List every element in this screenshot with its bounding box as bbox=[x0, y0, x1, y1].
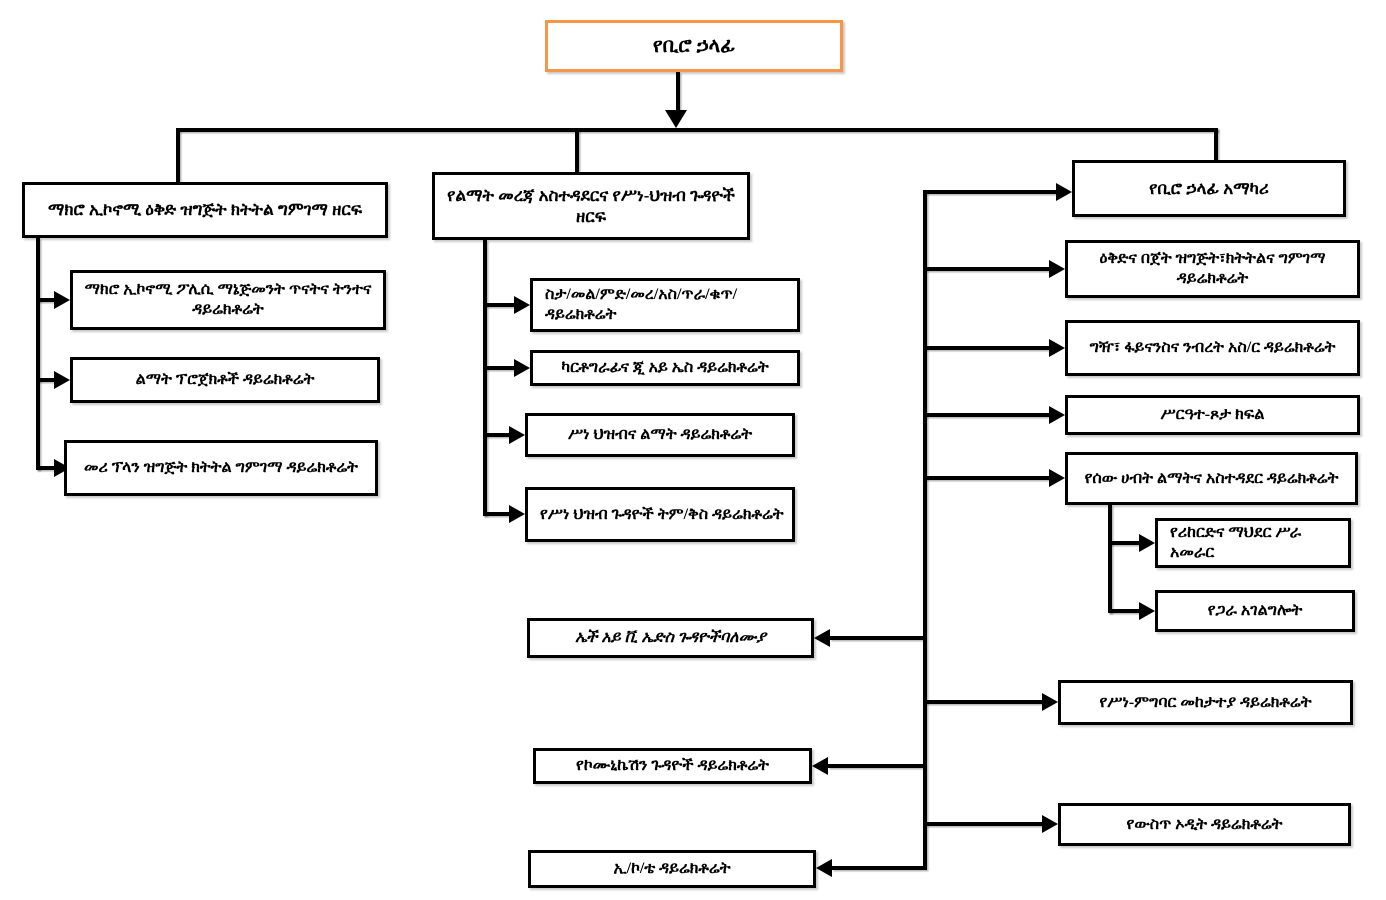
connector-middle-child-1 bbox=[483, 303, 514, 307]
connector-left-trunk bbox=[36, 238, 40, 470]
plan-budget-directorate-box: ዕቅድና በጀት ዝግጅት፣ክትትልና ግምገማ ዳይሬክቶሬት bbox=[1065, 240, 1360, 298]
population-development-directorate-box: ሥነ ህዝብና ልማት ዳይሬክቶሬት bbox=[525, 413, 795, 457]
cartography-gis-directorate-box: ካርቶግራፊና ጂ አይ ኤስ ዳይሬክቶሬት bbox=[530, 350, 800, 386]
macro-economy-sector-box: ማክሮ ኢኮኖሚ ዕቅድ ዝግጅት ክትትል ግምገማ ዘርፍ bbox=[22, 182, 388, 238]
arrowhead-left-child-1-icon bbox=[54, 291, 70, 309]
connector-root-drop bbox=[676, 72, 680, 112]
bureau-head-advisor-box: የቢሮ ኃላፊ አማካሪ bbox=[1072, 160, 1346, 217]
connector-hr-child-2 bbox=[1108, 609, 1139, 613]
human-resource-directorate-box: የሰው ሀብት ልማትና አስተዳደር ዳይሬክቶሬት bbox=[1065, 452, 1358, 505]
procurement-finance-directorate-box: ግዥ፣ ፋይናንስና ንብረት አስ/ር ዳይሬክቶሬት bbox=[1065, 320, 1360, 376]
connector-staff-hiv bbox=[830, 636, 923, 640]
connector-middle-trunk bbox=[483, 240, 487, 516]
arrowhead-left-child-2-icon bbox=[54, 371, 70, 389]
connector-right-child-3 bbox=[923, 413, 1049, 417]
communication-directorate-box: የኮሙኒኬሽን ጉዳዮች ዳይሬክቶሬት bbox=[533, 748, 812, 784]
connector-middle-child-3 bbox=[483, 433, 509, 437]
bureau-head-box: የቢሮ ኃላፊ bbox=[545, 20, 843, 72]
arrowhead-advisor-icon bbox=[1056, 183, 1072, 201]
connector-right-child-4 bbox=[923, 476, 1049, 480]
connector-left-child-3 bbox=[36, 466, 54, 470]
hiv-aids-expert-box: ኤች አይ ቪ ኤድስ ጉዳዮችባለሙያ bbox=[527, 618, 814, 658]
internal-audit-directorate-box: የውስጥ ኦዲት ዳይሬክቶሬት bbox=[1058, 803, 1351, 846]
connector-staff-communication bbox=[828, 764, 923, 768]
arrowhead-right-child-5-icon bbox=[1042, 693, 1058, 711]
connector-middle-child-2 bbox=[483, 366, 514, 370]
connector-right-child-2 bbox=[923, 346, 1049, 350]
arrowhead-staff-communication-icon bbox=[812, 757, 828, 775]
connector-staff-ict bbox=[832, 866, 923, 870]
connector-right-sector-drop bbox=[1214, 128, 1218, 160]
connector-hr-child-1 bbox=[1108, 541, 1139, 545]
connector-right-child-6 bbox=[923, 822, 1042, 826]
development-projects-directorate-box: ልማት ፕሮጀክቶች ዳይሬክቶሬት bbox=[70, 357, 380, 403]
arrowhead-right-child-4-icon bbox=[1049, 469, 1065, 487]
connector-main-horizontal bbox=[176, 128, 1218, 132]
connector-left-child-2 bbox=[36, 378, 54, 382]
connector-hr-subtrunk bbox=[1108, 505, 1112, 613]
connector-middle-child-4 bbox=[483, 512, 509, 516]
statistics-directorate-box: ስታ/መል/ምድ/መረ/አስ/ጥራ/ቁጥ/ ዳይሬክቶሬት bbox=[530, 278, 800, 332]
master-plan-directorate-box: መሪ ፕላን ዝግጅት ክትትል ግምገማ ዳይሬክቶሬት bbox=[64, 440, 378, 496]
connector-right-trunk bbox=[923, 190, 927, 870]
connector-right-child-5 bbox=[923, 700, 1042, 704]
ethics-directorate-box: የሥነ-ምግባር መከታተያ ዳይሬክቶሬት bbox=[1058, 680, 1353, 725]
arrowhead-hr-child-2-icon bbox=[1139, 602, 1155, 620]
gender-unit-box: ሥርዓተ-ጾታ ክፍል bbox=[1065, 395, 1360, 435]
arrowhead-right-child-3-icon bbox=[1049, 406, 1065, 424]
connector-advisor-link bbox=[923, 190, 1056, 194]
arrowhead-middle-child-2-icon bbox=[514, 359, 530, 377]
arrowhead-right-child-2-icon bbox=[1049, 339, 1065, 357]
connector-left-child-1 bbox=[36, 298, 54, 302]
arrowhead-right-child-1-icon bbox=[1049, 260, 1065, 278]
connector-middle-sector-drop bbox=[575, 128, 579, 172]
arrowhead-staff-ict-icon bbox=[816, 859, 832, 877]
records-archives-box: የሪከርድና ማህደር ሥራ አመራር bbox=[1155, 518, 1351, 568]
connector-right-child-1 bbox=[923, 267, 1049, 271]
common-services-box: የጋራ አገልግሎት bbox=[1155, 590, 1355, 632]
connector-left-sector-drop bbox=[176, 128, 180, 182]
arrowhead-staff-hiv-icon bbox=[814, 629, 830, 647]
arrowhead-middle-child-1-icon bbox=[514, 296, 530, 314]
population-affairs-directorate-box: የሥነ ህዝብ ጉዳዮች ትም/ቅስ ዳይሬክቶሬት bbox=[525, 487, 795, 542]
arrowhead-middle-child-3-icon bbox=[509, 426, 525, 444]
arrowhead-hr-child-1-icon bbox=[1139, 534, 1155, 552]
arrowhead-right-child-6-icon bbox=[1042, 815, 1058, 833]
macro-policy-directorate-box: ማክሮ ኢኮኖሚ ፖሊሲ ማኔጅመንት ጥናትና ትንተና ዳይሬክቶሬት bbox=[70, 270, 386, 330]
arrowhead-root-down-icon bbox=[665, 110, 687, 128]
arrowhead-middle-child-4-icon bbox=[509, 505, 525, 523]
ict-directorate-box: ኢ/ኮ/ቴ ዳይሬክቶሬት bbox=[528, 850, 816, 888]
development-info-sector-box: የልማት መረጃ አስተዳደርና የሥነ-ህዝብ ጉዳዮች ዘርፍ bbox=[432, 172, 750, 240]
